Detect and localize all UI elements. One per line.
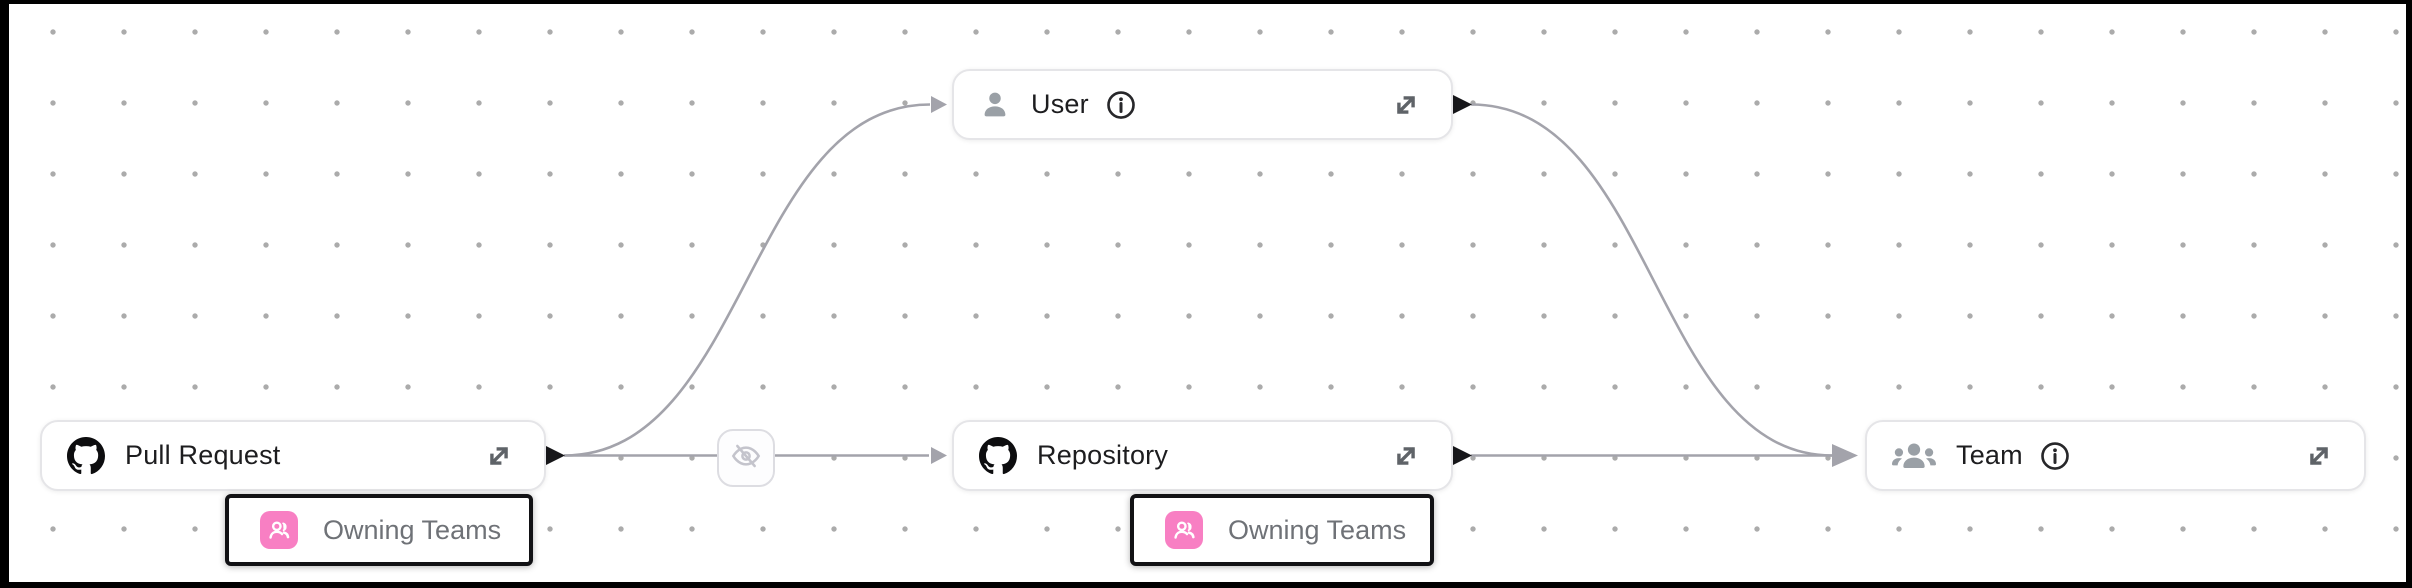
hidden-edge-badge[interactable] — [717, 429, 775, 487]
input-arrow-repository — [931, 447, 947, 464]
team-icon — [1892, 440, 1936, 472]
output-port-repository[interactable] — [1453, 446, 1472, 465]
edge-pullrequest-user[interactable] — [563, 103, 931, 457]
edge-layer — [546, 95, 1858, 467]
info-icon[interactable] — [2040, 441, 2070, 471]
expand-icon[interactable] — [2302, 439, 2336, 473]
expand-icon[interactable] — [1389, 439, 1423, 473]
output-port-pull-request[interactable] — [546, 446, 565, 465]
input-arrow-team — [1832, 444, 1858, 467]
relationship-label-text: Owning Teams — [323, 514, 502, 545]
people-icon — [260, 511, 298, 549]
output-port-user[interactable] — [1453, 95, 1472, 114]
expand-icon[interactable] — [1389, 88, 1423, 122]
people-icon — [1165, 511, 1203, 549]
relationship-label-owning-teams-1[interactable]: Owning Teams — [225, 494, 533, 566]
edge-user-team[interactable] — [1470, 103, 1833, 457]
user-icon — [979, 89, 1011, 121]
node-pull-request[interactable]: Pull Request — [40, 420, 546, 491]
input-arrow-user — [931, 96, 947, 113]
expand-icon[interactable] — [482, 439, 516, 473]
info-icon[interactable] — [1106, 90, 1136, 120]
node-team[interactable]: Team — [1865, 420, 2366, 491]
github-icon — [979, 436, 1017, 475]
node-repository[interactable]: Repository — [952, 420, 1453, 491]
github-icon — [67, 436, 105, 475]
node-label: Team — [1956, 440, 2023, 470]
flow-canvas[interactable]: Pull Request User — [9, 4, 2406, 582]
node-label: User — [1031, 89, 1089, 119]
node-label: Repository — [1037, 440, 1169, 470]
relationship-label-text: Owning Teams — [1228, 514, 1407, 545]
node-user[interactable]: User — [952, 69, 1453, 140]
relationship-label-owning-teams-2[interactable]: Owning Teams — [1130, 494, 1434, 566]
eye-off-icon — [730, 440, 762, 477]
node-label: Pull Request — [125, 440, 281, 470]
